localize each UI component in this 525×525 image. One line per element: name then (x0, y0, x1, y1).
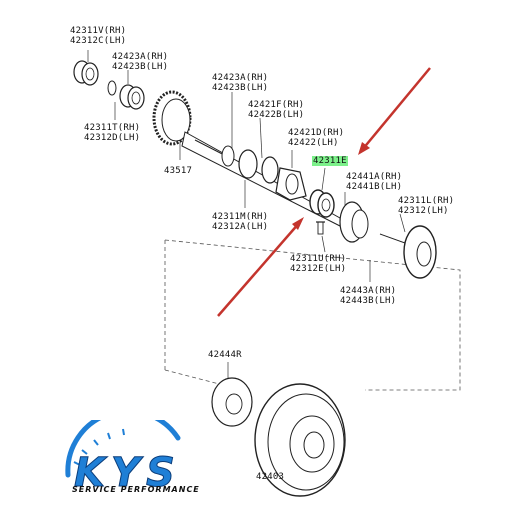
speedometer-ticks-icon (73, 428, 125, 466)
arrow-lower (217, 221, 301, 317)
hub-flange-part (221, 145, 279, 184)
part-label-42444R: 42444R (208, 350, 242, 360)
arrow-lower-head (292, 217, 304, 230)
part-label-43517: 43517 (164, 166, 193, 176)
brake-drum-part (254, 383, 346, 497)
part-label-42421F: 42421F(RH)42422B(LH) (248, 100, 305, 120)
part-label-42311U: 42311U(RH)42312E(LH) (290, 254, 347, 274)
wheel-hub-part (339, 201, 369, 243)
kys-logo: KYS (65, 420, 181, 497)
drive-flange-part (379, 225, 437, 279)
part-label-42443A: 42443A(RH)42443B(LH) (340, 286, 397, 306)
part-label-42421D: 42421D(RH)42422(LH) (288, 128, 345, 148)
logo-wordmark: KYS (74, 450, 181, 496)
highlighted-bearing-part (309, 189, 335, 218)
part-label-42311V: 42311V(RH)42312C(LH) (70, 26, 127, 46)
axle-shaft-gear-part (152, 90, 341, 227)
part-label-42311T: 42311T(RH)42312D(LH) (84, 123, 141, 143)
part-label-42423A: 42423A(RH)42423B(LH) (112, 52, 169, 72)
part-label-42403: 42403 (256, 472, 285, 482)
red-arrows (217, 67, 431, 317)
gasket-part (211, 377, 253, 427)
outer-bearing-part (73, 60, 99, 86)
part-label-42311E: 42311E (312, 156, 348, 166)
snap-ring-part (107, 80, 117, 96)
logo-tagline: SERVICE PERFORMANCE (72, 485, 200, 494)
arrow-upper-head (358, 142, 370, 155)
stud-bolt-part (316, 221, 325, 235)
part-label-42423A-2: 42423A(RH)42423B(LH) (212, 73, 269, 93)
highlighted-part-number: 42311E (312, 156, 348, 166)
retainer-plate-part (275, 167, 307, 201)
part-label-42441A: 42441A(RH)42441B(LH) (346, 172, 403, 192)
part-label-42311M: 42311M(RH)42312A(LH) (212, 212, 269, 232)
inner-bearing-part (119, 84, 145, 110)
part-label-42311L: 42311L(RH)42312(LH) (398, 196, 455, 216)
arrow-upper (361, 67, 431, 151)
speedometer-arc-icon (65, 420, 181, 478)
